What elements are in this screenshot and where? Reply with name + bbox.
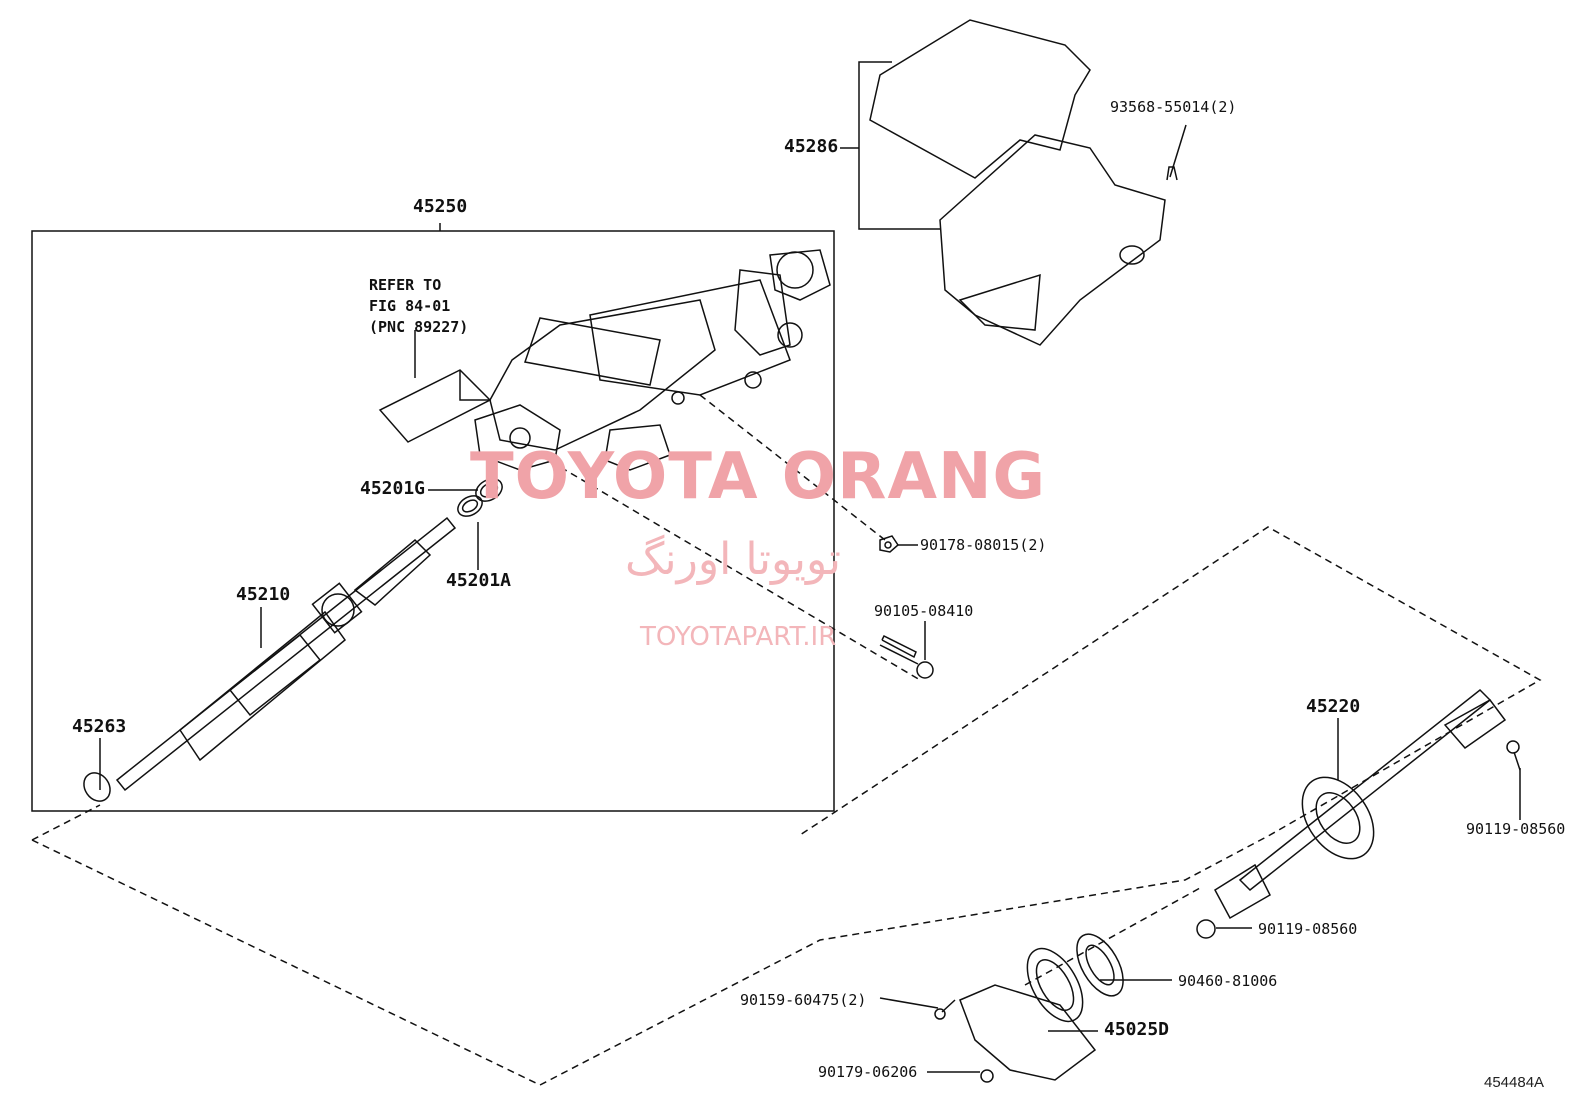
label-refer-pnc: (PNC 89227): [369, 318, 469, 336]
main-shaft-drawing: [115, 516, 457, 792]
label-45210: 45210: [236, 584, 291, 605]
label-45220: 45220: [1306, 696, 1361, 717]
boot-45025d-drawing: [959, 947, 1097, 1081]
label-45201g: 45201G: [360, 478, 426, 499]
label-45263: 45263: [72, 716, 127, 737]
nut-90179: [980, 1069, 994, 1083]
label-45286: 45286: [784, 136, 839, 157]
label-refer-fig: FIG 84-01: [369, 297, 451, 315]
label-90159: 90159-60475(2): [740, 991, 867, 1009]
bolt-90119-upper: [1513, 751, 1521, 771]
label-45250: 45250: [413, 196, 468, 217]
lower-shaft-region: [31, 526, 1542, 1086]
label-90179: 90179-06206: [818, 1063, 918, 1081]
bolt-90105: [879, 644, 919, 665]
watermark-brand: TOYOTA ORANG: [470, 440, 1047, 514]
relay-box-drawing: [378, 369, 492, 443]
screw-93568: [1166, 166, 1178, 181]
label-93568: 93568-55014(2): [1110, 98, 1237, 116]
figure-code: 454484A: [1484, 1074, 1545, 1091]
snap-ring-45263: [83, 772, 111, 802]
label-90105: 90105-08410: [874, 602, 974, 620]
bolt-90119-lower: [1196, 919, 1216, 939]
intermediate-shaft-drawing: [1214, 688, 1507, 920]
cover-bracket: [858, 61, 940, 230]
seal-45201a: [457, 495, 483, 517]
bolt-90159: [941, 999, 956, 1013]
label-90178: 90178-08015(2): [920, 536, 1047, 554]
label-90119-upper: 90119-08560: [1466, 820, 1566, 838]
label-90119-lower: 90119-08560: [1258, 920, 1358, 938]
watermark-persian: تويوتا اورنگ: [625, 534, 841, 585]
nut-90178: [879, 535, 899, 553]
column-cover-drawing: [869, 19, 1166, 346]
seal-90460-drawing: [1076, 933, 1124, 997]
column-assembly-box: [31, 230, 835, 812]
label-refer-to: REFER TO: [369, 276, 442, 294]
label-45201a: 45201A: [446, 570, 512, 591]
label-45025d: 45025D: [1104, 1019, 1170, 1040]
watermark-url: TOYOTAPART.IR: [640, 622, 837, 652]
steering-column-drawing: [474, 249, 831, 471]
label-90460: 90460-81006: [1178, 972, 1278, 990]
